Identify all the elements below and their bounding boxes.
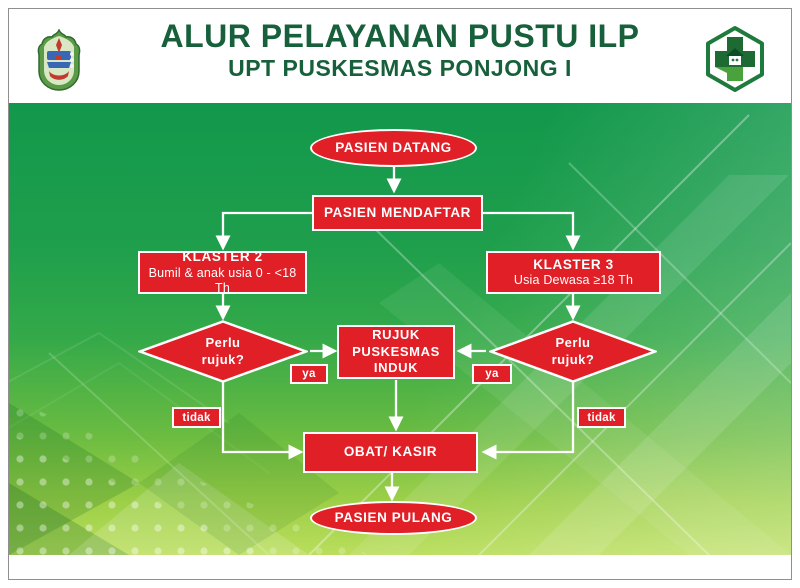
page-title: ALUR PELAYANAN PUSTU ILP [160,18,640,54]
decision-label: Perlu rujuk? [551,335,595,367]
node-label: PASIEN PULANG [334,509,453,525]
edge-label-ya-left: ya [290,364,328,384]
node-obat-kasir: OBAT/ KASIR [303,432,478,473]
node-subtitle: Usia Dewasa ≥18 Th [513,273,634,288]
node-label: OBAT/ KASIR [343,444,438,460]
edge-label-tidak-left: tidak [172,407,221,428]
node-label: PASIEN DATANG [335,139,452,155]
edge-label-ya-right: ya [472,364,512,384]
node-title: KLASTER 2 [182,249,263,265]
footer-strip [9,555,791,579]
puskesmas-logo [703,25,767,93]
node-label: PASIEN MENDAFTAR [323,204,472,220]
header-titles: ALUR PELAYANAN PUSTU ILP UPT PUSKESMAS P… [99,18,701,81]
node-subtitle: Bumil & anak usia 0 - <18 Th [148,265,297,295]
node-pasien-mendaftar: PASIEN MENDAFTAR [312,195,483,231]
edge-label-tidak-right: tidak [577,407,626,428]
decision-perlu-rujuk-right: Perlu rujuk? [489,320,657,383]
node-klaster-2: KLASTER 2 Bumil & anak usia 0 - <18 Th [138,249,307,295]
node-klaster-3: KLASTER 3 Usia Dewasa ≥18 Th [486,251,661,294]
node-pasien-datang: PASIEN DATANG [310,129,477,167]
node-title: KLASTER 3 [533,256,614,272]
flow-connectors [215,166,581,502]
node-pasien-pulang: PASIEN PULANG [310,501,477,535]
decision-label: Perlu rujuk? [201,335,245,367]
node-rujuk-puskesmas-induk: RUJUK PUSKESMAS INDUK [337,325,455,379]
decision-perlu-rujuk-left: Perlu rujuk? [138,320,308,383]
node-label: RUJUK PUSKESMAS INDUK [352,326,440,376]
page-subtitle: UPT PUSKESMAS PONJONG I [228,54,572,81]
poster-frame: ALUR PELAYANAN PUSTU ILP UPT PUSKESMAS P… [8,8,792,580]
gunungkidul-crest-logo [35,27,83,91]
header: ALUR PELAYANAN PUSTU ILP UPT PUSKESMAS P… [9,9,791,103]
